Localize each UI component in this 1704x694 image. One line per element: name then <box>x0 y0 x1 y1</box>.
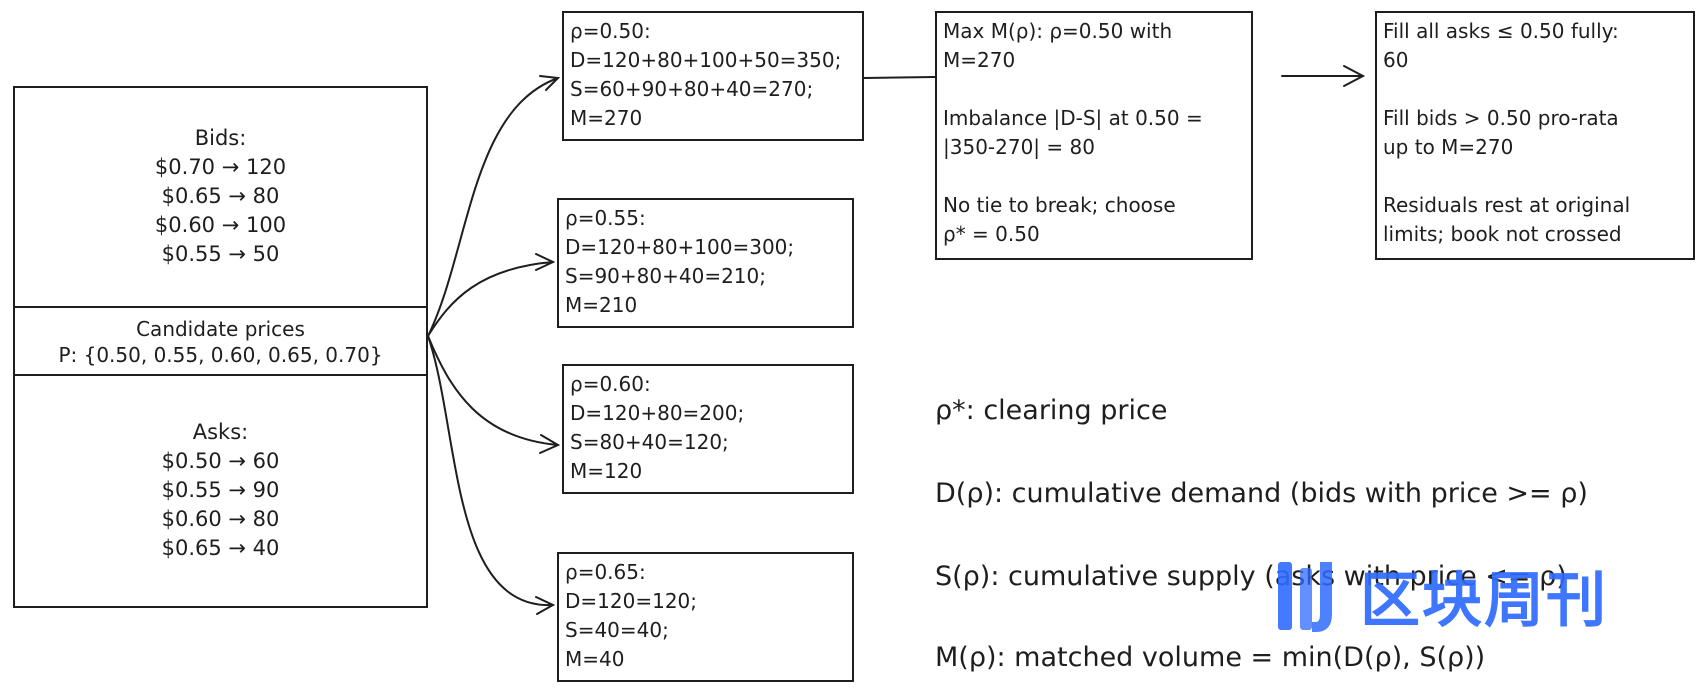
candidate-supply: S=60+90+80+40=270; <box>570 77 814 101</box>
candidate-price: ρ=0.55: <box>565 206 646 230</box>
candidate-box-050: ρ=0.50: D=120+80+100+50=350; S=60+90+80+… <box>562 11 864 141</box>
max-selection-box: Max M(ρ): ρ=0.50 with M=270 Imbalance |D… <box>935 11 1253 260</box>
asks-box: Asks: $0.50 → 60 $0.55 → 90 $0.60 → 80 $… <box>13 374 428 608</box>
ask-line: $0.60 → 80 <box>161 507 280 531</box>
candidate-title: Candidate prices <box>136 317 305 341</box>
candidate-demand: D=120+80+100=300; <box>565 235 795 259</box>
imbalance-line: Imbalance |D-S| at 0.50 = <box>943 106 1203 130</box>
legend-supply: S(ρ): cumulative supply (asks with price… <box>935 561 1567 592</box>
bid-line: $0.65 → 80 <box>161 184 280 208</box>
ask-line: $0.65 → 40 <box>161 536 280 560</box>
fill-rules-box: Fill all asks ≤ 0.50 fully: 60 Fill bids… <box>1375 11 1695 260</box>
choice-line: ρ* = 0.50 <box>943 222 1040 246</box>
arrow-to-p050 <box>427 77 559 337</box>
fill-asks-line: 60 <box>1383 48 1409 72</box>
arrow-to-p060 <box>427 335 559 446</box>
candidate-box-065: ρ=0.65: D=120=120; S=40=40; M=40 <box>557 552 854 682</box>
asks-title: Asks: <box>192 420 249 444</box>
watermark-logo-icon <box>1278 561 1332 632</box>
candidate-price: ρ=0.65: <box>565 560 646 584</box>
bid-line: $0.60 → 100 <box>154 213 287 237</box>
bid-line: $0.70 → 120 <box>154 155 287 179</box>
candidate-box-060: ρ=0.60: D=120+80=200; S=80+40=120; M=120 <box>562 364 854 494</box>
candidate-supply: S=40=40; <box>565 618 669 642</box>
candidate-price: ρ=0.50: <box>570 19 651 43</box>
candidate-price: ρ=0.60: <box>570 372 651 396</box>
watermark-text: 区块周刊 <box>1360 566 1608 636</box>
candidate-matched: M=210 <box>565 293 638 317</box>
ask-line: $0.50 → 60 <box>161 449 280 473</box>
fill-asks-line: Fill all asks ≤ 0.50 fully: <box>1383 19 1619 43</box>
bids-title: Bids: <box>194 126 247 150</box>
max-line: M=270 <box>943 48 1016 72</box>
arrow-to-p065 <box>427 335 554 607</box>
candidate-supply: S=90+80+40=210; <box>565 264 766 288</box>
candidate-demand: D=120+80+100+50=350; <box>570 48 842 72</box>
fill-bids-line: Fill bids > 0.50 pro-rata <box>1383 106 1619 130</box>
line-p050-to-max <box>863 76 936 79</box>
candidate-box-055: ρ=0.55: D=120+80+100=300; S=90+80+40=210… <box>557 198 854 328</box>
residuals-line: limits; book not crossed <box>1383 222 1622 246</box>
bids-box: Bids: $0.70 → 120 $0.65 → 80 $0.60 → 100… <box>13 86 428 308</box>
candidate-matched: M=40 <box>565 647 625 671</box>
legend-matched: M(ρ): matched volume = min(D(ρ), S(ρ)) <box>935 642 1486 673</box>
candidate-matched: M=270 <box>570 106 643 130</box>
candidate-prices-box: Candidate prices P: {0.50, 0.55, 0.60, 0… <box>13 306 428 376</box>
fill-bids-line: up to M=270 <box>1383 135 1514 159</box>
ask-line: $0.55 → 90 <box>161 478 280 502</box>
imbalance-line: |350-270| = 80 <box>943 135 1095 159</box>
candidate-matched: M=120 <box>570 459 643 483</box>
candidate-supply: S=80+40=120; <box>570 430 729 454</box>
bid-line: $0.55 → 50 <box>161 242 280 266</box>
legend-clearing-price: ρ*: clearing price <box>935 395 1168 426</box>
candidate-demand: D=120=120; <box>565 589 698 613</box>
max-line: Max M(ρ): ρ=0.50 with <box>943 19 1173 43</box>
candidate-demand: D=120+80=200; <box>570 401 745 425</box>
residuals-line: Residuals rest at original <box>1383 193 1631 217</box>
arrow-to-p055 <box>427 261 554 337</box>
candidate-set: P: {0.50, 0.55, 0.60, 0.65, 0.70} <box>58 343 383 367</box>
legend-demand: D(ρ): cumulative demand (bids with price… <box>935 478 1588 509</box>
watermark: 区块周刊 <box>1268 552 1608 639</box>
choice-line: No tie to break; choose <box>943 193 1176 217</box>
